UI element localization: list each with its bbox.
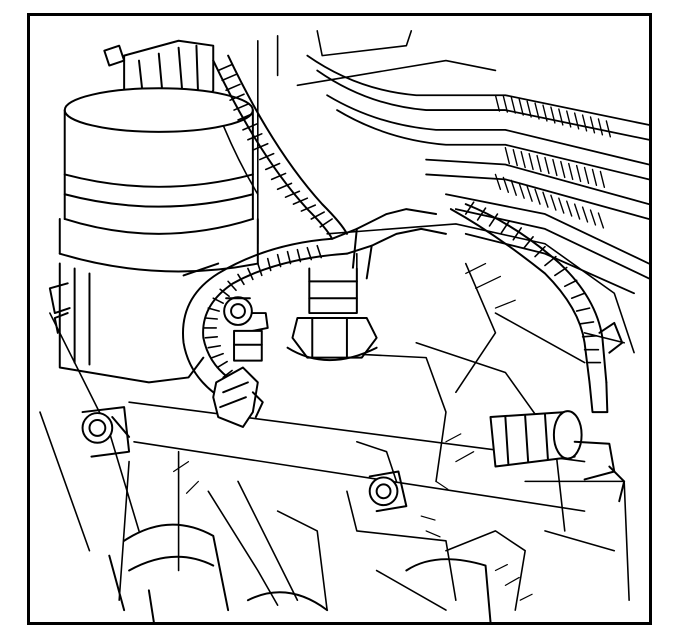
electrical-connector	[212, 366, 264, 428]
mounting-bolt	[223, 296, 269, 362]
intake-pipe	[108, 523, 492, 622]
hose-corrugation	[494, 94, 612, 229]
sensor-connector	[286, 267, 378, 362]
diagram-frame	[27, 13, 652, 625]
mounting-bolt	[368, 470, 408, 513]
block-hatching	[173, 262, 533, 601]
hex-fitting	[489, 410, 626, 503]
engine-block	[39, 30, 635, 611]
egr-valve	[48, 39, 259, 384]
wiring-harness	[182, 54, 624, 414]
engine-diagram	[39, 30, 649, 622]
coolant-hoses	[306, 54, 649, 295]
mounting-bolt	[81, 406, 131, 458]
